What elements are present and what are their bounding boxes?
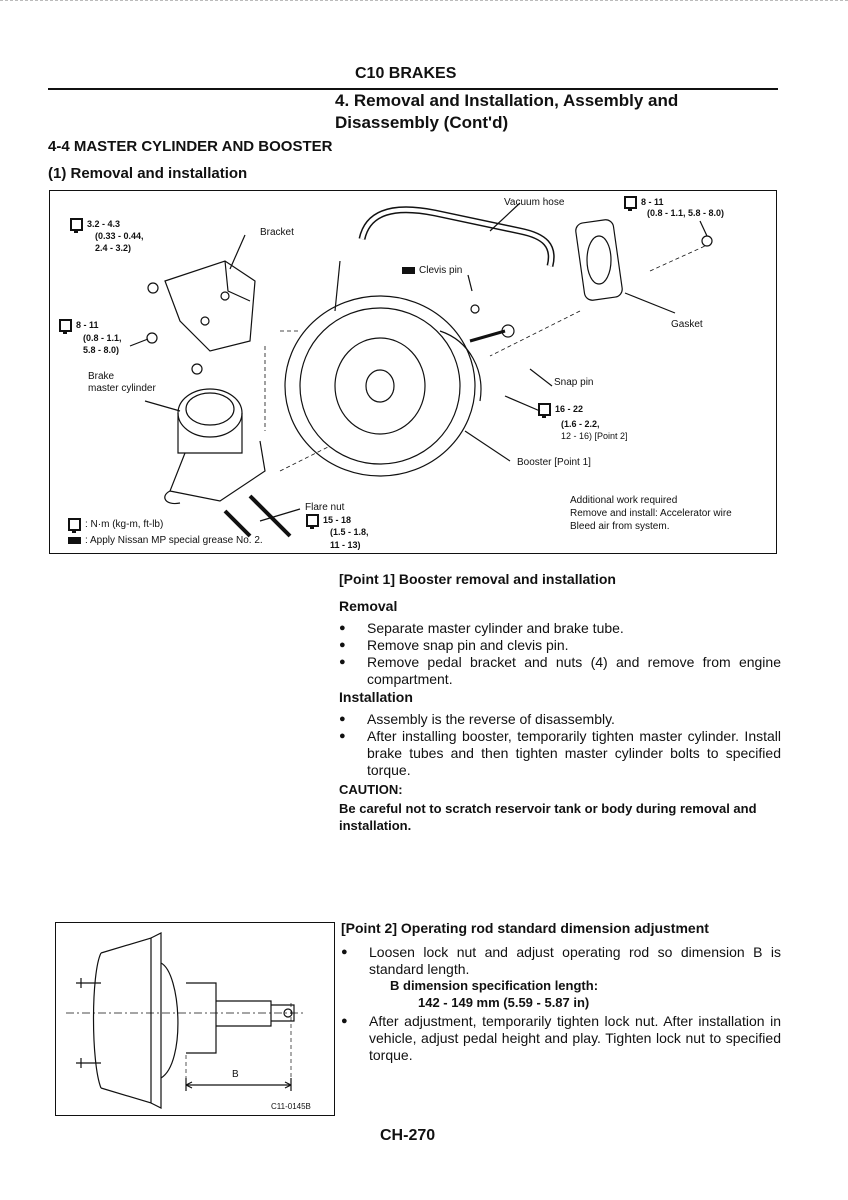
section-heading: 4-4 MASTER CYLINDER AND BOOSTER bbox=[48, 138, 333, 155]
torque-wrench-icon bbox=[70, 218, 83, 233]
page-number: CH-270 bbox=[380, 1127, 436, 1144]
label-torque-mid-left-1: 8 - 11 bbox=[59, 319, 99, 334]
label-torque-mid-left-3: 5.8 - 8.0) bbox=[83, 345, 120, 355]
removal-list: Separate master cylinder and brake tube.… bbox=[339, 620, 781, 688]
removal-heading: Removal bbox=[339, 598, 398, 614]
booster-assembly-drawing bbox=[129, 202, 713, 538]
header-rule bbox=[48, 88, 778, 90]
torque-wrench-icon bbox=[68, 518, 81, 533]
torque-wrench-icon bbox=[306, 514, 319, 529]
legend-torque: : N·m (kg-m, ft-lb) bbox=[68, 518, 163, 533]
doc-title-line2: Disassembly (Cont'd) bbox=[335, 113, 509, 132]
installation-list: Assembly is the reverse of disassembly. … bbox=[339, 711, 781, 779]
legend-grease: : Apply Nissan MP special grease No. 2. bbox=[68, 535, 263, 547]
list-item: Loosen lock nut and adjust operating rod… bbox=[341, 944, 781, 978]
label-gasket: Gasket bbox=[671, 319, 703, 330]
label-brake-mc-1: Brake bbox=[88, 371, 115, 382]
label-torque-snap-3: 12 - 16) [Point 2] bbox=[561, 431, 628, 441]
label-torque-flare-2: (1.5 - 1.8, bbox=[330, 527, 369, 537]
label-booster: Booster [Point 1] bbox=[517, 457, 591, 468]
label-torque-top-left-1: 3.2 - 4.3 bbox=[70, 218, 120, 233]
label-torque-snap-1: 16 - 22 bbox=[538, 403, 583, 418]
label-brake-mc-2: master cylinder bbox=[88, 383, 156, 394]
label-torque-snap-2: (1.6 - 2.2, bbox=[561, 419, 600, 429]
label-torque-top-right-2: (0.8 - 1.1, 5.8 - 8.0) bbox=[647, 208, 725, 218]
grease-icon bbox=[402, 266, 415, 274]
additional-work-1: Additional work required bbox=[570, 495, 678, 506]
point2-title: [Point 2] Operating rod standard dimensi… bbox=[341, 920, 709, 936]
list-item: Separate master cylinder and brake tube. bbox=[339, 620, 781, 637]
label-snap-pin: Snap pin bbox=[554, 377, 594, 388]
figure-id: C11-0145B bbox=[271, 1102, 311, 1111]
label-torque-flare-1: 15 - 18 bbox=[306, 514, 351, 529]
torque-wrench-icon bbox=[538, 403, 551, 418]
label-bracket: Bracket bbox=[260, 227, 294, 238]
dimension-b-label: B bbox=[232, 1069, 239, 1080]
label-torque-flare-3: 11 - 13) bbox=[330, 540, 361, 550]
doc-title-line1: 4. Removal and Installation, Assembly an… bbox=[335, 91, 679, 110]
label-torque-top-left-2: (0.33 - 0.44, bbox=[95, 231, 144, 241]
grease-icon bbox=[68, 536, 81, 544]
list-item: Assembly is the reverse of disassembly. bbox=[339, 711, 781, 728]
subsection-heading: (1) Removal and installation bbox=[48, 165, 248, 182]
additional-work-3: Bleed air from system. bbox=[570, 521, 670, 532]
adjustment-list-1: Loosen lock nut and adjust operating rod… bbox=[341, 944, 781, 978]
label-vacuum-hose: Vacuum hose bbox=[504, 197, 565, 208]
point1-title: [Point 1] Booster removal and installati… bbox=[339, 571, 616, 587]
torque-wrench-icon bbox=[59, 319, 72, 334]
additional-work-2: Remove and install: Accelerator wire bbox=[570, 508, 732, 519]
label-torque-mid-left-2: (0.8 - 1.1, bbox=[83, 333, 122, 343]
label-flare-nut: Flare nut bbox=[305, 502, 345, 513]
installation-heading: Installation bbox=[339, 689, 413, 705]
list-item: After adjustment, temporarily tighten lo… bbox=[341, 1013, 781, 1064]
section-title: C10 BRAKES bbox=[355, 65, 457, 82]
spec-label: B dimension specification length: bbox=[390, 978, 599, 993]
list-item: After installing booster, temporarily ti… bbox=[339, 728, 781, 779]
operating-rod-drawing bbox=[66, 932, 306, 1109]
label-torque-top-right-1: 8 - 11 bbox=[624, 196, 664, 211]
top-edge bbox=[0, 0, 848, 2]
label-clevis-pin: Clevis pin bbox=[402, 265, 462, 277]
operating-rod-diagram: B C11-0145B bbox=[55, 922, 335, 1116]
caution-text: Be careful not to scratch reservoir tank… bbox=[339, 801, 757, 833]
adjustment-list-2: After adjustment, temporarily tighten lo… bbox=[341, 1013, 781, 1064]
torque-wrench-icon bbox=[624, 196, 637, 211]
spec-value: 142 - 149 mm (5.59 - 5.87 in) bbox=[418, 995, 590, 1010]
removal-diagram: Vacuum hose 8 - 11 (0.8 - 1.1, 5.8 - 8.0… bbox=[49, 190, 777, 554]
label-torque-top-left-3: 2.4 - 3.2) bbox=[95, 243, 132, 253]
list-item: Remove snap pin and clevis pin. bbox=[339, 637, 781, 654]
caution-heading: CAUTION: bbox=[339, 782, 403, 797]
list-item: Remove pedal bracket and nuts (4) and re… bbox=[339, 654, 781, 688]
